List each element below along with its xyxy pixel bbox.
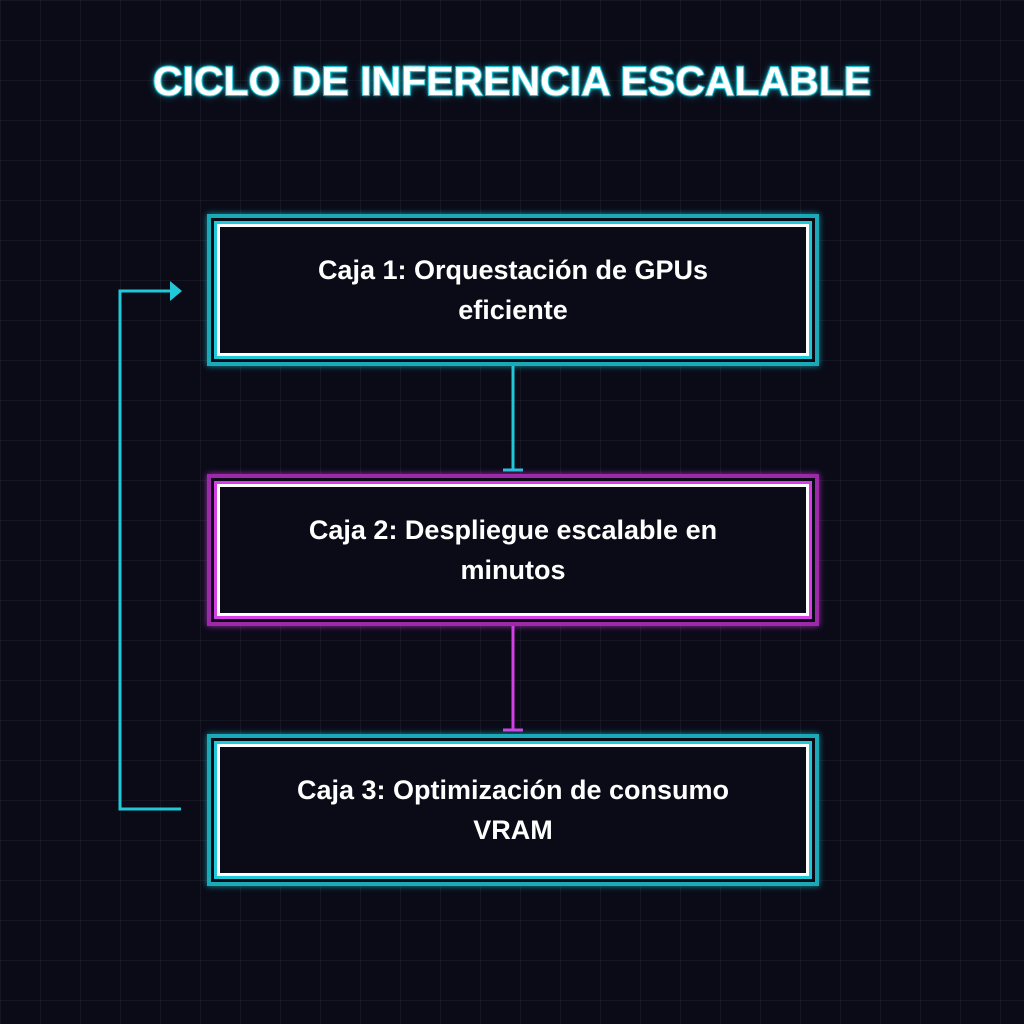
- diagram-title: CICLO DE INFERENCIA ESCALABLE: [152, 57, 872, 105]
- box-3: Caja 3: Optimización de consumo VRAM: [207, 734, 819, 886]
- loop-back-arrowhead: [170, 281, 182, 301]
- box-2: Caja 2: Despliegue escalable en minutos: [207, 474, 819, 626]
- box-3-inner-border: [217, 744, 809, 876]
- box-1: Caja 1: Orquestación de GPUs eficiente: [207, 214, 819, 366]
- box-2-label: Caja 2: Despliegue escalable en minutos: [308, 515, 718, 585]
- box-1-label: Caja 1: Orquestación de GPUs eficiente: [317, 255, 709, 325]
- box-1-inner-border: [217, 224, 809, 356]
- box-3-label: Caja 3: Optimización de consumo VRAM: [296, 775, 730, 845]
- loop-back-connector: [118, 289, 181, 811]
- box-2-inner-border: [217, 484, 809, 616]
